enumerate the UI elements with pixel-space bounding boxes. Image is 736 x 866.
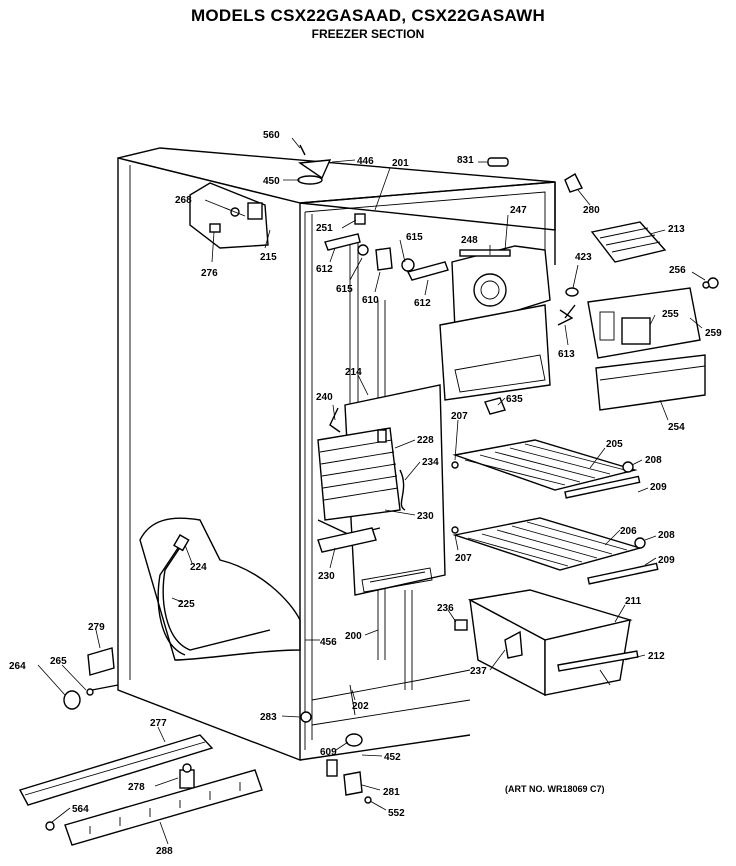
- callout-247: 247: [510, 205, 527, 216]
- page-title: MODELS CSX22GASAAD, CSX22GASAWH: [190, 6, 546, 25]
- fan-assembly: [557, 287, 579, 326]
- callout-610: 610: [362, 295, 379, 306]
- callout-214: 214: [345, 367, 362, 378]
- callout-609: 609: [320, 747, 337, 758]
- liner-top: [304, 191, 546, 262]
- part-256-shape: [702, 277, 719, 289]
- callout-552: 552: [388, 808, 405, 819]
- callout-208b: 208: [658, 530, 675, 541]
- screw-564: [45, 821, 55, 831]
- callout-255: 255: [662, 309, 679, 320]
- callout-209a: 209: [650, 482, 667, 493]
- callout-615a: 615: [406, 232, 423, 243]
- evaporator-cover-247: [439, 245, 551, 401]
- callout-279: 279: [88, 622, 105, 633]
- callout-254: 254: [668, 422, 685, 433]
- part-280-shape: [564, 173, 583, 193]
- part-278-shape: [179, 763, 195, 789]
- rail-277: [18, 734, 214, 806]
- grille-288: [64, 769, 263, 846]
- callout-202: 202: [352, 701, 369, 712]
- air-duct-cover-group: [587, 287, 706, 411]
- callout-423: 423: [575, 252, 592, 263]
- callout-212: 212: [648, 651, 665, 662]
- cabinet-left-side: [117, 157, 301, 762]
- callout-240: 240: [316, 392, 333, 403]
- callout-268: 268: [175, 195, 192, 206]
- freezer-cabinet: [117, 147, 556, 762]
- callout-209b: 209: [658, 555, 675, 566]
- callout-612a: 612: [316, 264, 333, 275]
- roller-264-265: [63, 684, 119, 710]
- callout-236: 236: [437, 603, 454, 614]
- small-mounting-parts: [324, 213, 449, 281]
- callout-560: 560: [263, 130, 280, 141]
- callout-452: 452: [384, 752, 401, 763]
- callout-201: 201: [392, 158, 409, 169]
- section-subtitle: FREEZER SECTION: [311, 27, 425, 41]
- callout-265: 265: [50, 656, 67, 667]
- leader-lines: [37, 137, 706, 845]
- callout-205: 205: [606, 439, 623, 450]
- part-831-shape: [487, 157, 509, 167]
- ice-tray-213: [590, 221, 667, 263]
- callout-208a: 208: [645, 455, 662, 466]
- control-housing-group: [189, 182, 269, 249]
- callout-206: 206: [620, 526, 637, 537]
- callout-635: 635: [506, 394, 523, 405]
- shelf-support-207a: [451, 461, 459, 469]
- art-number: (ART NO. WR18069 C7): [505, 784, 605, 794]
- callout-248: 248: [461, 235, 478, 246]
- hinge-parts: [300, 711, 372, 804]
- callout-207a: 207: [451, 411, 468, 422]
- tubing-assembly: [139, 517, 301, 661]
- callout-564: 564: [72, 804, 89, 815]
- callout-283: 283: [260, 712, 277, 723]
- shelf-clip-208a: [622, 461, 634, 473]
- callout-456: 456: [320, 637, 337, 648]
- callout-278: 278: [128, 782, 145, 793]
- callout-831: 831: [457, 155, 474, 166]
- part-279-shape: [87, 647, 115, 676]
- callout-281: 281: [383, 787, 400, 798]
- callout-280: 280: [583, 205, 600, 216]
- callout-276: 276: [201, 268, 218, 279]
- callout-259: 259: [705, 328, 722, 339]
- shelf-clip-208b: [634, 537, 646, 549]
- evaporator-coil-panel: [317, 384, 446, 596]
- callout-264: 264: [9, 661, 26, 672]
- shelf-support-207b: [451, 526, 459, 534]
- callout-225: 225: [178, 599, 195, 610]
- callout-224: 224: [190, 562, 207, 573]
- wire-shelf-205: [452, 439, 641, 499]
- callout-615b: 615: [336, 284, 353, 295]
- callout-230b: 230: [318, 571, 335, 582]
- callout-labels: 560 446 450 201 831 280 268 215 276 251 …: [9, 130, 722, 857]
- callout-234: 234: [422, 457, 439, 468]
- callout-213: 213: [668, 224, 685, 235]
- basket-bracket-236-237: [454, 619, 523, 659]
- callout-200: 200: [345, 631, 362, 642]
- callout-277: 277: [150, 718, 167, 729]
- callout-207b: 207: [455, 553, 472, 564]
- callout-211: 211: [625, 596, 642, 607]
- callout-230a: 230: [417, 511, 434, 522]
- callout-215: 215: [260, 252, 277, 263]
- callout-228: 228: [417, 435, 434, 446]
- callout-446: 446: [357, 156, 374, 167]
- part-635-shape: [484, 397, 506, 415]
- callout-237: 237: [470, 666, 487, 677]
- freezer-basket-211: [467, 589, 639, 697]
- callout-450: 450: [263, 176, 280, 187]
- callout-613: 613: [558, 349, 575, 360]
- callout-251: 251: [316, 223, 333, 234]
- callout-288: 288: [156, 846, 173, 857]
- callout-256: 256: [669, 265, 686, 276]
- callout-612b: 612: [414, 298, 431, 309]
